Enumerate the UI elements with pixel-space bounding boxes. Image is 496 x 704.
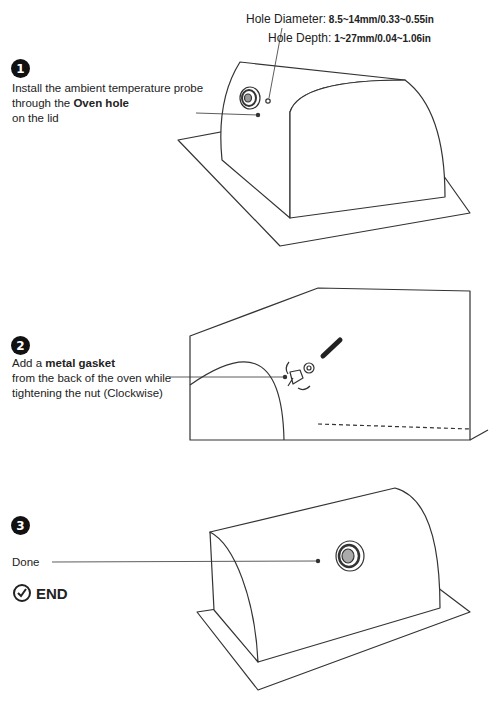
- instruction-text: Hole Depth:: [268, 31, 331, 45]
- probe-knob-ring: [242, 90, 256, 106]
- oven-side: [210, 532, 258, 662]
- gasket-hole: [307, 366, 311, 370]
- probe-knob-center: [245, 94, 252, 102]
- probe-knob: [240, 87, 260, 109]
- instruction-text: from the back of the oven while tighteni…: [12, 371, 172, 401]
- text-group: Hole Diameter:8.5~14mm/0.33~0.55in: [246, 12, 434, 28]
- step-number: 1: [11, 59, 30, 78]
- end-icon: [14, 585, 30, 601]
- oven-lid: [210, 488, 440, 662]
- emphasis-text: Oven hole: [73, 97, 129, 109]
- oven-back: [190, 288, 470, 440]
- probe-screw: [323, 340, 340, 356]
- instruction-text: Hole Diameter:: [246, 12, 326, 26]
- base-edge: [470, 430, 488, 440]
- oven-hole: [266, 99, 270, 103]
- emphasis-text: 1~27mm/0.04~1.06in: [334, 33, 431, 44]
- probe-knob-center: [342, 549, 354, 563]
- probe-knob: [336, 541, 364, 571]
- leader-dot: [256, 113, 259, 116]
- step-number: 3: [11, 516, 30, 535]
- leader-line: [170, 377, 285, 378]
- text-group: Done: [12, 555, 40, 570]
- step-number-text: 3: [16, 519, 24, 533]
- emphasis-text: END: [36, 585, 68, 602]
- text-group: Install the ambient temperature probe th…: [12, 81, 204, 126]
- leader-dot: [316, 559, 319, 562]
- wing-nut: [288, 370, 303, 386]
- oven-side: [290, 80, 445, 218]
- step-number: 2: [11, 336, 30, 355]
- leader-line: [52, 561, 318, 562]
- metal-gasket: [304, 363, 314, 373]
- step-number-text: 2: [16, 339, 24, 353]
- instruction-text: on the lid: [12, 111, 204, 126]
- rotate-arrow: [286, 362, 289, 374]
- oven-arch: [190, 362, 284, 440]
- oven-step-3: [52, 488, 470, 690]
- text-group: END: [36, 584, 68, 604]
- emphasis-text: metal gasket: [45, 357, 115, 369]
- probe-knob-ring: [339, 545, 359, 567]
- instruction-text: Add a: [12, 357, 42, 369]
- hidden-edge: [318, 424, 470, 429]
- check-mark: [18, 589, 26, 596]
- instruction-text: Done: [12, 556, 40, 568]
- oven-step-1: [178, 28, 470, 246]
- rotate-arrow: [298, 386, 310, 390]
- text-group: Hole Depth:1~27mm/0.04~1.06in: [268, 31, 431, 47]
- emphasis-text: 8.5~14mm/0.33~0.55in: [329, 14, 434, 25]
- text-group: Add ametal gasket from the back of the ov…: [12, 356, 172, 401]
- leader-dot: [283, 375, 286, 378]
- check-circle: [14, 585, 30, 601]
- oven-step-2: [170, 288, 488, 440]
- leader-line: [196, 113, 258, 115]
- step-number-text: 1: [16, 62, 24, 76]
